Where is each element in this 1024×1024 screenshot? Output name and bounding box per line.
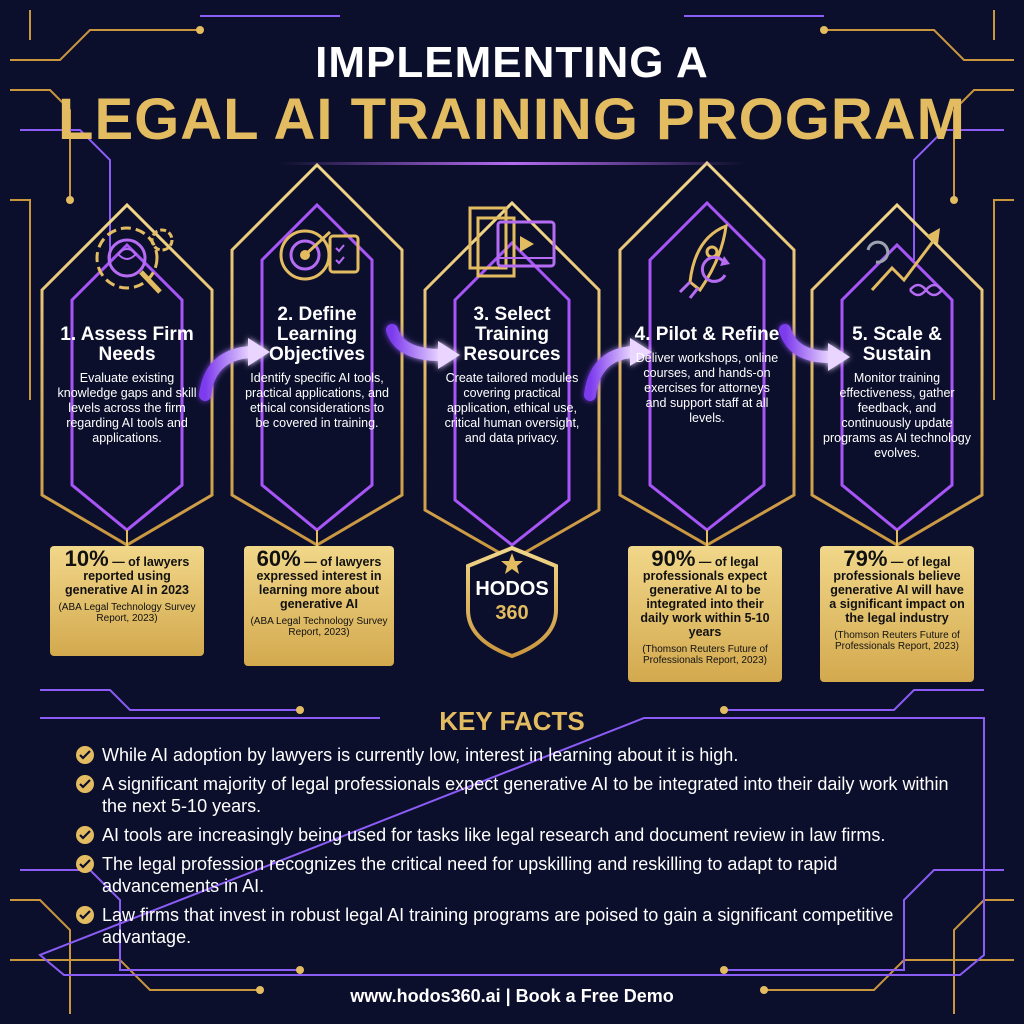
stat-box-4: 79% — of legal professionals believe gen… [820, 546, 974, 682]
step-title: 5. Scale & Sustain [852, 324, 942, 365]
title-line-1: IMPLEMENTING A [315, 38, 709, 87]
stat-source: (Thomson Reuters Future of Professionals… [834, 630, 960, 652]
stat-text: — of lawyers reported using generative A… [65, 555, 190, 597]
step-title: 3. Select Training Resources [463, 304, 561, 365]
footer-link[interactable]: www.hodos360.ai | Book a Free Demo [350, 986, 674, 1006]
growth-arrow-infinity-icon [866, 228, 944, 297]
step-title: 1. Assess Firm Needs [60, 324, 194, 365]
step-description: Evaluate existing knowledge gaps and ski… [57, 371, 197, 445]
step-description: Identify specific AI tools, practical ap… [245, 371, 389, 430]
key-facts-list: While AI adoption by lawyers is currentl… [76, 744, 956, 955]
stat-text: — of legal professionals believe generat… [829, 555, 965, 625]
flow-arrows [199, 324, 850, 401]
rocket-refresh-icon [678, 223, 730, 299]
stat-connectors [126, 530, 898, 546]
step-description: Create tailored modules covering practic… [444, 371, 580, 445]
fact-text: A significant majority of legal professi… [102, 774, 949, 816]
list-item: The legal profession recognizes the crit… [76, 853, 956, 897]
fact-text: AI tools are increasingly being used for… [102, 825, 886, 845]
checkmark-icon [76, 855, 94, 873]
checkmark-icon [76, 746, 94, 764]
stat-text: — of legal professionals expect generati… [640, 555, 770, 639]
checkmark-icon [76, 826, 94, 844]
step-title: 4. Pilot & Refine [634, 324, 780, 345]
circuit-traces [10, 10, 1014, 1014]
step-description: Monitor training effectiveness, gather f… [823, 371, 971, 460]
target-checklist-icon [279, 229, 360, 281]
stat-source: (Thomson Reuters Future of Professionals… [642, 644, 768, 666]
brain-gear-magnifier-icon [95, 226, 174, 294]
stat-percent: 60% [256, 546, 301, 571]
list-item: A significant majority of legal professi… [76, 773, 956, 817]
stat-text: — of lawyers expressed interest in learn… [256, 555, 382, 611]
stat-source: (ABA Legal Technology Survey Report, 202… [250, 616, 388, 638]
title-divider [280, 162, 744, 165]
step-card-4: 4. Pilot & Refine Deliver workshops, onl… [632, 325, 782, 426]
step-title: 2. Define Learning Objectives [268, 304, 366, 365]
books-video-icon [468, 206, 556, 278]
title-line-2: LEGAL AI TRAINING PROGRAM [58, 87, 966, 152]
stat-box-1: 10% — of lawyers reported using generati… [50, 546, 204, 656]
stat-box-2: 60% — of lawyers expressed interest in l… [244, 546, 394, 666]
logo-text-hodos: HODOS [475, 578, 549, 600]
fact-text: While AI adoption by lawyers is currentl… [102, 745, 739, 765]
checkmark-icon [76, 775, 94, 793]
step-card-2: 2. Define Learning Objectives Identify s… [242, 305, 392, 431]
key-facts-frame [38, 717, 985, 976]
list-item: While AI adoption by lawyers is currentl… [76, 744, 956, 766]
step-description: Deliver workshops, online courses, and h… [635, 351, 779, 425]
fact-text: Law firms that invest in robust legal AI… [102, 905, 894, 947]
logo-text-360: 360 [495, 602, 529, 624]
step-card-5: 5. Scale & Sustain Monitor training effe… [822, 325, 972, 461]
stat-percent: 79% [843, 546, 888, 571]
hodos360-logo-shield [466, 545, 558, 659]
list-item: AI tools are increasingly being used for… [76, 824, 956, 846]
stat-percent: 90% [651, 546, 696, 571]
key-facts-heading: KEY FACTS [439, 706, 585, 736]
step-card-3: 3. Select Training Resources Create tail… [437, 305, 587, 446]
fact-text: The legal profession recognizes the crit… [102, 854, 838, 896]
stat-box-3: 90% — of legal professionals expect gene… [628, 546, 782, 682]
stat-source: (ABA Legal Technology Survey Report, 202… [58, 602, 196, 624]
list-item: Law firms that invest in robust legal AI… [76, 904, 956, 948]
stat-percent: 10% [64, 546, 109, 571]
checkmark-icon [76, 906, 94, 924]
step-card-1: 1. Assess Firm Needs Evaluate existing k… [52, 325, 202, 446]
